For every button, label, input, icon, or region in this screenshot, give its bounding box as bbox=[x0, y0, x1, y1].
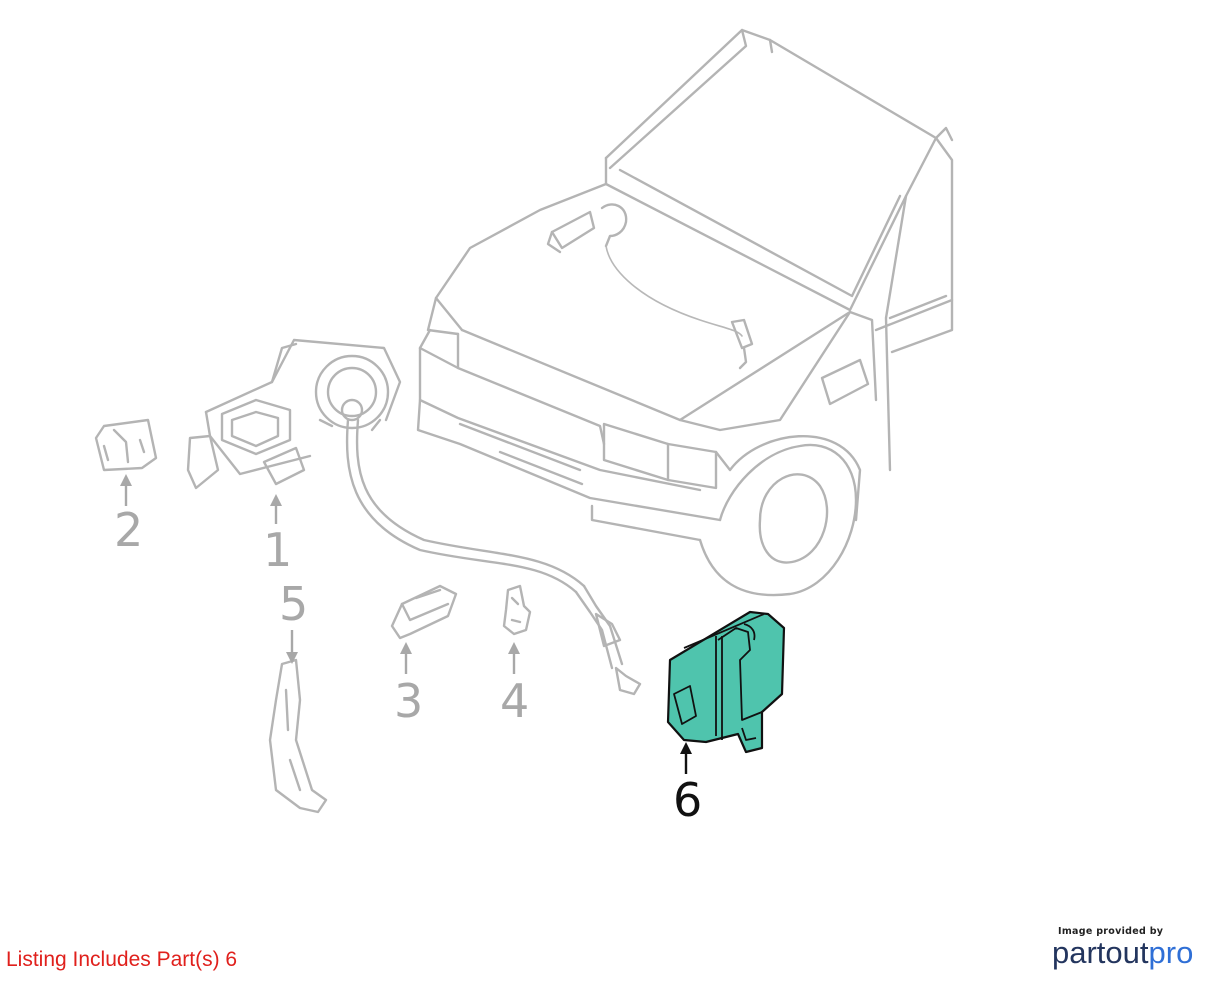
part-6-module-drawing bbox=[666, 610, 786, 754]
image-credit: Image provided by partoutpro bbox=[1052, 926, 1212, 971]
arrow-5-head bbox=[286, 652, 298, 664]
part-2-bracket-drawing bbox=[94, 418, 158, 472]
callout-3: 3 bbox=[394, 674, 423, 728]
callout-6: 6 bbox=[673, 773, 702, 827]
callout-5: 5 bbox=[279, 577, 308, 631]
partoutpro-logo: partoutpro bbox=[1052, 935, 1212, 971]
arrow-1-head bbox=[270, 494, 282, 506]
callout-2: 2 bbox=[114, 503, 143, 557]
arrow-6-head bbox=[680, 742, 692, 754]
arrow-2-head bbox=[120, 474, 132, 486]
part-4-drawing bbox=[502, 584, 532, 636]
logo-text-part-b: pro bbox=[1148, 935, 1194, 970]
callout-arrows bbox=[120, 474, 692, 774]
callout-1: 1 bbox=[263, 523, 292, 577]
logo-text-part-a: partout bbox=[1052, 935, 1149, 970]
arrow-4-head bbox=[508, 642, 520, 654]
credit-caption: Image provided by bbox=[1058, 926, 1164, 937]
part-3-drawing bbox=[390, 584, 458, 640]
arrow-3-head bbox=[400, 642, 412, 654]
listing-includes-note: Listing Includes Part(s) 6 bbox=[6, 948, 238, 971]
vehicle-drawing bbox=[416, 28, 954, 597]
callout-4: 4 bbox=[500, 674, 529, 728]
part-1-actuator-drawing bbox=[186, 338, 642, 696]
part-5-bracket-drawing bbox=[268, 658, 328, 814]
callout-numbers: 1 2 3 4 5 6 bbox=[114, 503, 702, 827]
